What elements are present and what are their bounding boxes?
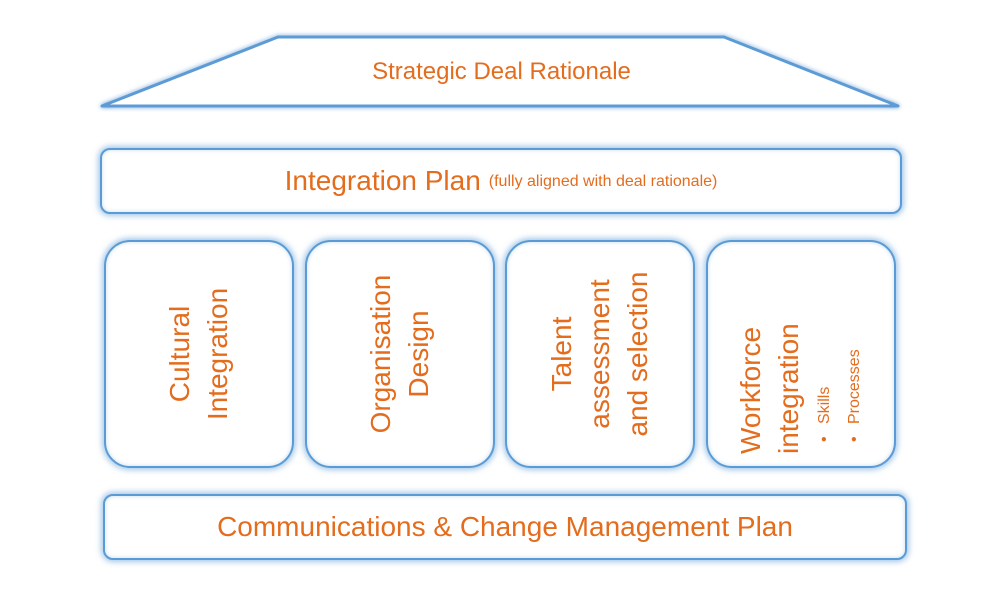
integration-plan-title: Integration Plan [284,165,481,196]
bullet-text: Processes [846,349,863,424]
bullet-item: • Processes [840,254,870,442]
pillar-cultural-integration: Cultural Integration [104,240,294,468]
roof-label: Strategic Deal Rationale [372,58,631,85]
pillar-label-line: assessment [584,279,615,429]
pillar-organisation-design: Organisation Design [305,240,495,468]
pillar-label-line: and selection [622,271,653,437]
workforce-bullet-list: • Skills • Processes [810,254,870,454]
pillar-label-line: Design [403,310,434,398]
bullet-dot-icon: • [816,436,833,442]
bullet-text: Skills [816,386,833,424]
foundation-label: Communications & Change Management Plan [217,511,793,542]
foundation-box: Communications & Change Management Plan [103,494,907,560]
bullet-item: • Skills [810,254,840,442]
pillar-label-line: integration [773,323,804,454]
bullet-dot-icon: • [846,436,863,442]
pillar-label-line: Organisation [365,274,396,434]
pillar-label-line: Workforce [735,326,766,454]
pillar-workforce-integration: Workforce integration • Skills • Processes [706,240,896,468]
pillar-talent-assessment: Talent assessment and selection [505,240,695,468]
integration-plan-box: Integration Plan (fully aligned with dea… [100,148,902,214]
integration-plan-subtitle: (fully aligned with deal rationale) [488,173,718,190]
roof-shape [100,35,900,108]
pillar-label-line: Cultural [164,305,195,403]
pillar-label-line: Integration [202,287,233,421]
pillar-label-line: Talent [546,316,577,392]
